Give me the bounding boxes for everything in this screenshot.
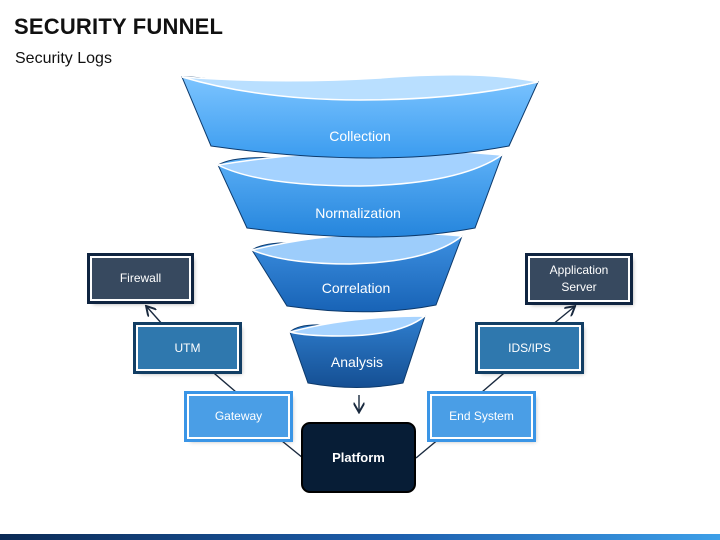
- application-server-box: Application Server: [525, 253, 633, 305]
- stage-label-normalization: Normalization: [315, 205, 401, 221]
- ids-ips-box: IDS/IPS: [475, 322, 584, 374]
- firewall-box: Firewall: [87, 253, 194, 304]
- connector-idsips-appserver: [551, 307, 574, 326]
- funnel-stage-analysis: [287, 315, 428, 388]
- funnel-stage-collection: [181, 74, 539, 159]
- platform-box: Platform: [301, 422, 416, 493]
- utm-box: UTM: [133, 322, 242, 374]
- connector-endsystem-idsips: [481, 367, 511, 393]
- footer-accent-bar: [0, 534, 720, 540]
- connector-gateway-utm: [207, 367, 237, 393]
- funnel-stage-correlation: [249, 232, 464, 313]
- gateway-box: Gateway: [184, 391, 293, 442]
- stage-label-correlation: Correlation: [321, 280, 391, 296]
- stage-label-analysis: Analysis: [330, 354, 384, 370]
- funnel-stage-normalization: [215, 149, 505, 238]
- page-title: SECURITY FUNNEL: [14, 14, 224, 39]
- end-system-box: End System: [427, 391, 536, 442]
- page-subtitle: Security Logs: [15, 50, 112, 67]
- connector-utm-firewall: [147, 307, 164, 326]
- stage-label-collection: Collection: [329, 128, 391, 144]
